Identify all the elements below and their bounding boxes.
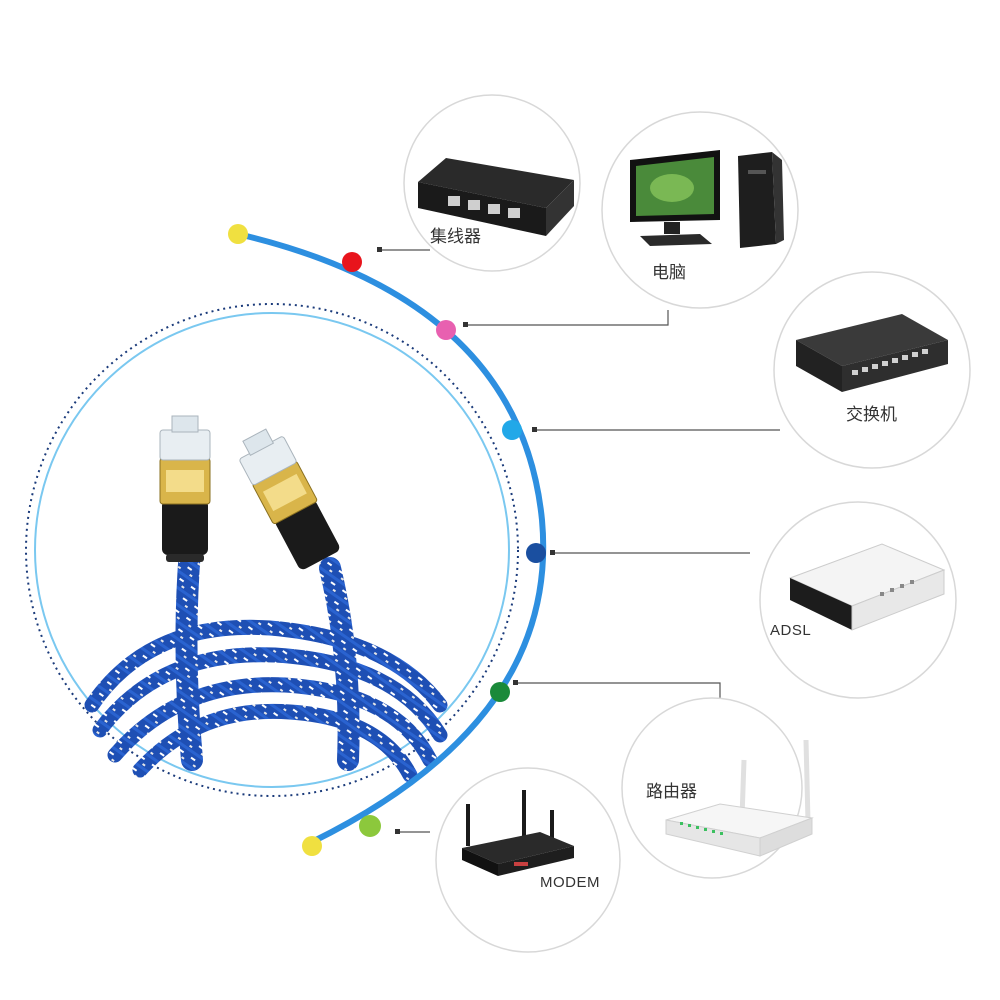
connector-end-squares <box>377 247 555 834</box>
router-label: 路由器 <box>646 782 697 802</box>
network-switch-icon <box>796 314 948 392</box>
device-computer: 电脑 <box>601 111 799 309</box>
wifi-router-icon <box>665 739 814 857</box>
connection-arc <box>235 231 547 845</box>
adsl-modem-icon <box>788 543 946 631</box>
switch-label: 交换机 <box>846 405 897 425</box>
device-hub: 集线器 <box>403 94 581 272</box>
modem-label: MODEM <box>540 874 600 891</box>
arc-start-dot <box>228 224 248 244</box>
device-switch: 交换机 <box>773 271 971 469</box>
hub-icon <box>418 158 574 236</box>
rj45-connector-left <box>159 415 211 562</box>
cable-photo <box>25 303 519 797</box>
node-modem <box>359 815 381 837</box>
node-computer <box>436 320 456 340</box>
node-switch <box>502 420 522 440</box>
hub-label: 集线器 <box>430 227 481 247</box>
device-modem: MODEM <box>435 767 621 953</box>
adsl-label: ADSL <box>770 622 811 639</box>
device-adsl: ADSL <box>759 501 957 699</box>
desktop-computer-icon <box>630 150 784 248</box>
computer-label: 电脑 <box>652 263 686 283</box>
node-hub <box>342 252 362 272</box>
cable-coils <box>84 619 448 783</box>
node-adsl <box>526 543 546 563</box>
cable-leads <box>175 539 360 771</box>
rj45-connector-right <box>239 428 340 570</box>
modem-icon <box>462 790 574 876</box>
device-router: 路由器 <box>621 697 814 879</box>
cable-circle-dotted-border <box>25 303 519 797</box>
arc-end-dot <box>302 836 322 856</box>
node-router <box>490 682 510 702</box>
connector-lines <box>382 249 780 833</box>
